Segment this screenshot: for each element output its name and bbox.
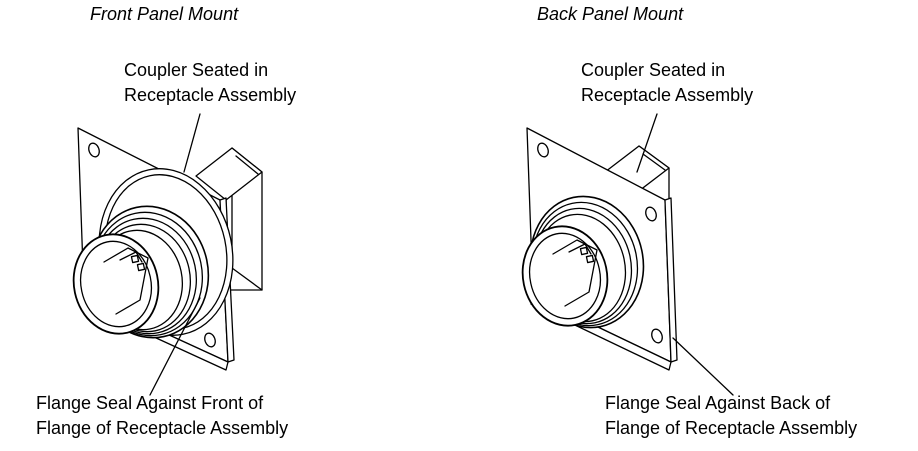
flange-seal-leader-line [673,338,733,395]
flange-seal-front-callout-line-2: Flange of Receptacle Assembly [36,418,289,438]
front-mount-connector-drawing [0,0,459,451]
flange-seal-back-callout-line-2: Flange of Receptacle Assembly [605,418,858,438]
connector-bore [65,226,168,341]
front-panel-mount-figure: Front Panel Mount Coupler Seated in Rece… [0,0,459,451]
flange-seal-leader-line [150,298,200,395]
back-panel-mount-figure: Back Panel Mount Coupler Seated in Recep… [459,0,918,451]
flange-seal-back-callout: Flange Seal Against Back of Flange of Re… [605,391,857,441]
mounting-hole-bottom-right [650,328,664,345]
flange-seal-back-callout-line-1: Flange Seal Against Back of [605,393,831,413]
back-mount-connector-drawing [459,0,918,451]
front-panel-mount-title: Front Panel Mount [90,4,239,24]
back-panel-mount-title: Back Panel Mount [537,4,684,24]
flange-seal-front-callout: Flange Seal Against Front of Flange of R… [36,391,288,441]
coupler-seated-callout-line-1: Coupler Seated in [124,60,269,80]
coupler-leader-line [637,114,657,172]
mounting-hole-top-left [536,142,550,159]
coupler-seated-callout: Coupler Seated in Receptacle Assembly [124,58,296,108]
flange-seal-front-callout-line-1: Flange Seal Against Front of [36,393,264,413]
mounting-hole-bottom-right [203,332,217,349]
coupler-leader-line [184,114,200,172]
mounting-hole-top-right [644,206,658,223]
coupler-seated-callout-line-2: Receptacle Assembly [581,85,754,105]
coupler-seated-callout-line-1: Coupler Seated in [581,60,726,80]
connector-bore [514,218,617,333]
coupler-seated-callout-line-2: Receptacle Assembly [124,85,297,105]
mounting-hole-top-left [87,142,101,159]
coupler-seated-callout: Coupler Seated in Receptacle Assembly [581,58,753,108]
